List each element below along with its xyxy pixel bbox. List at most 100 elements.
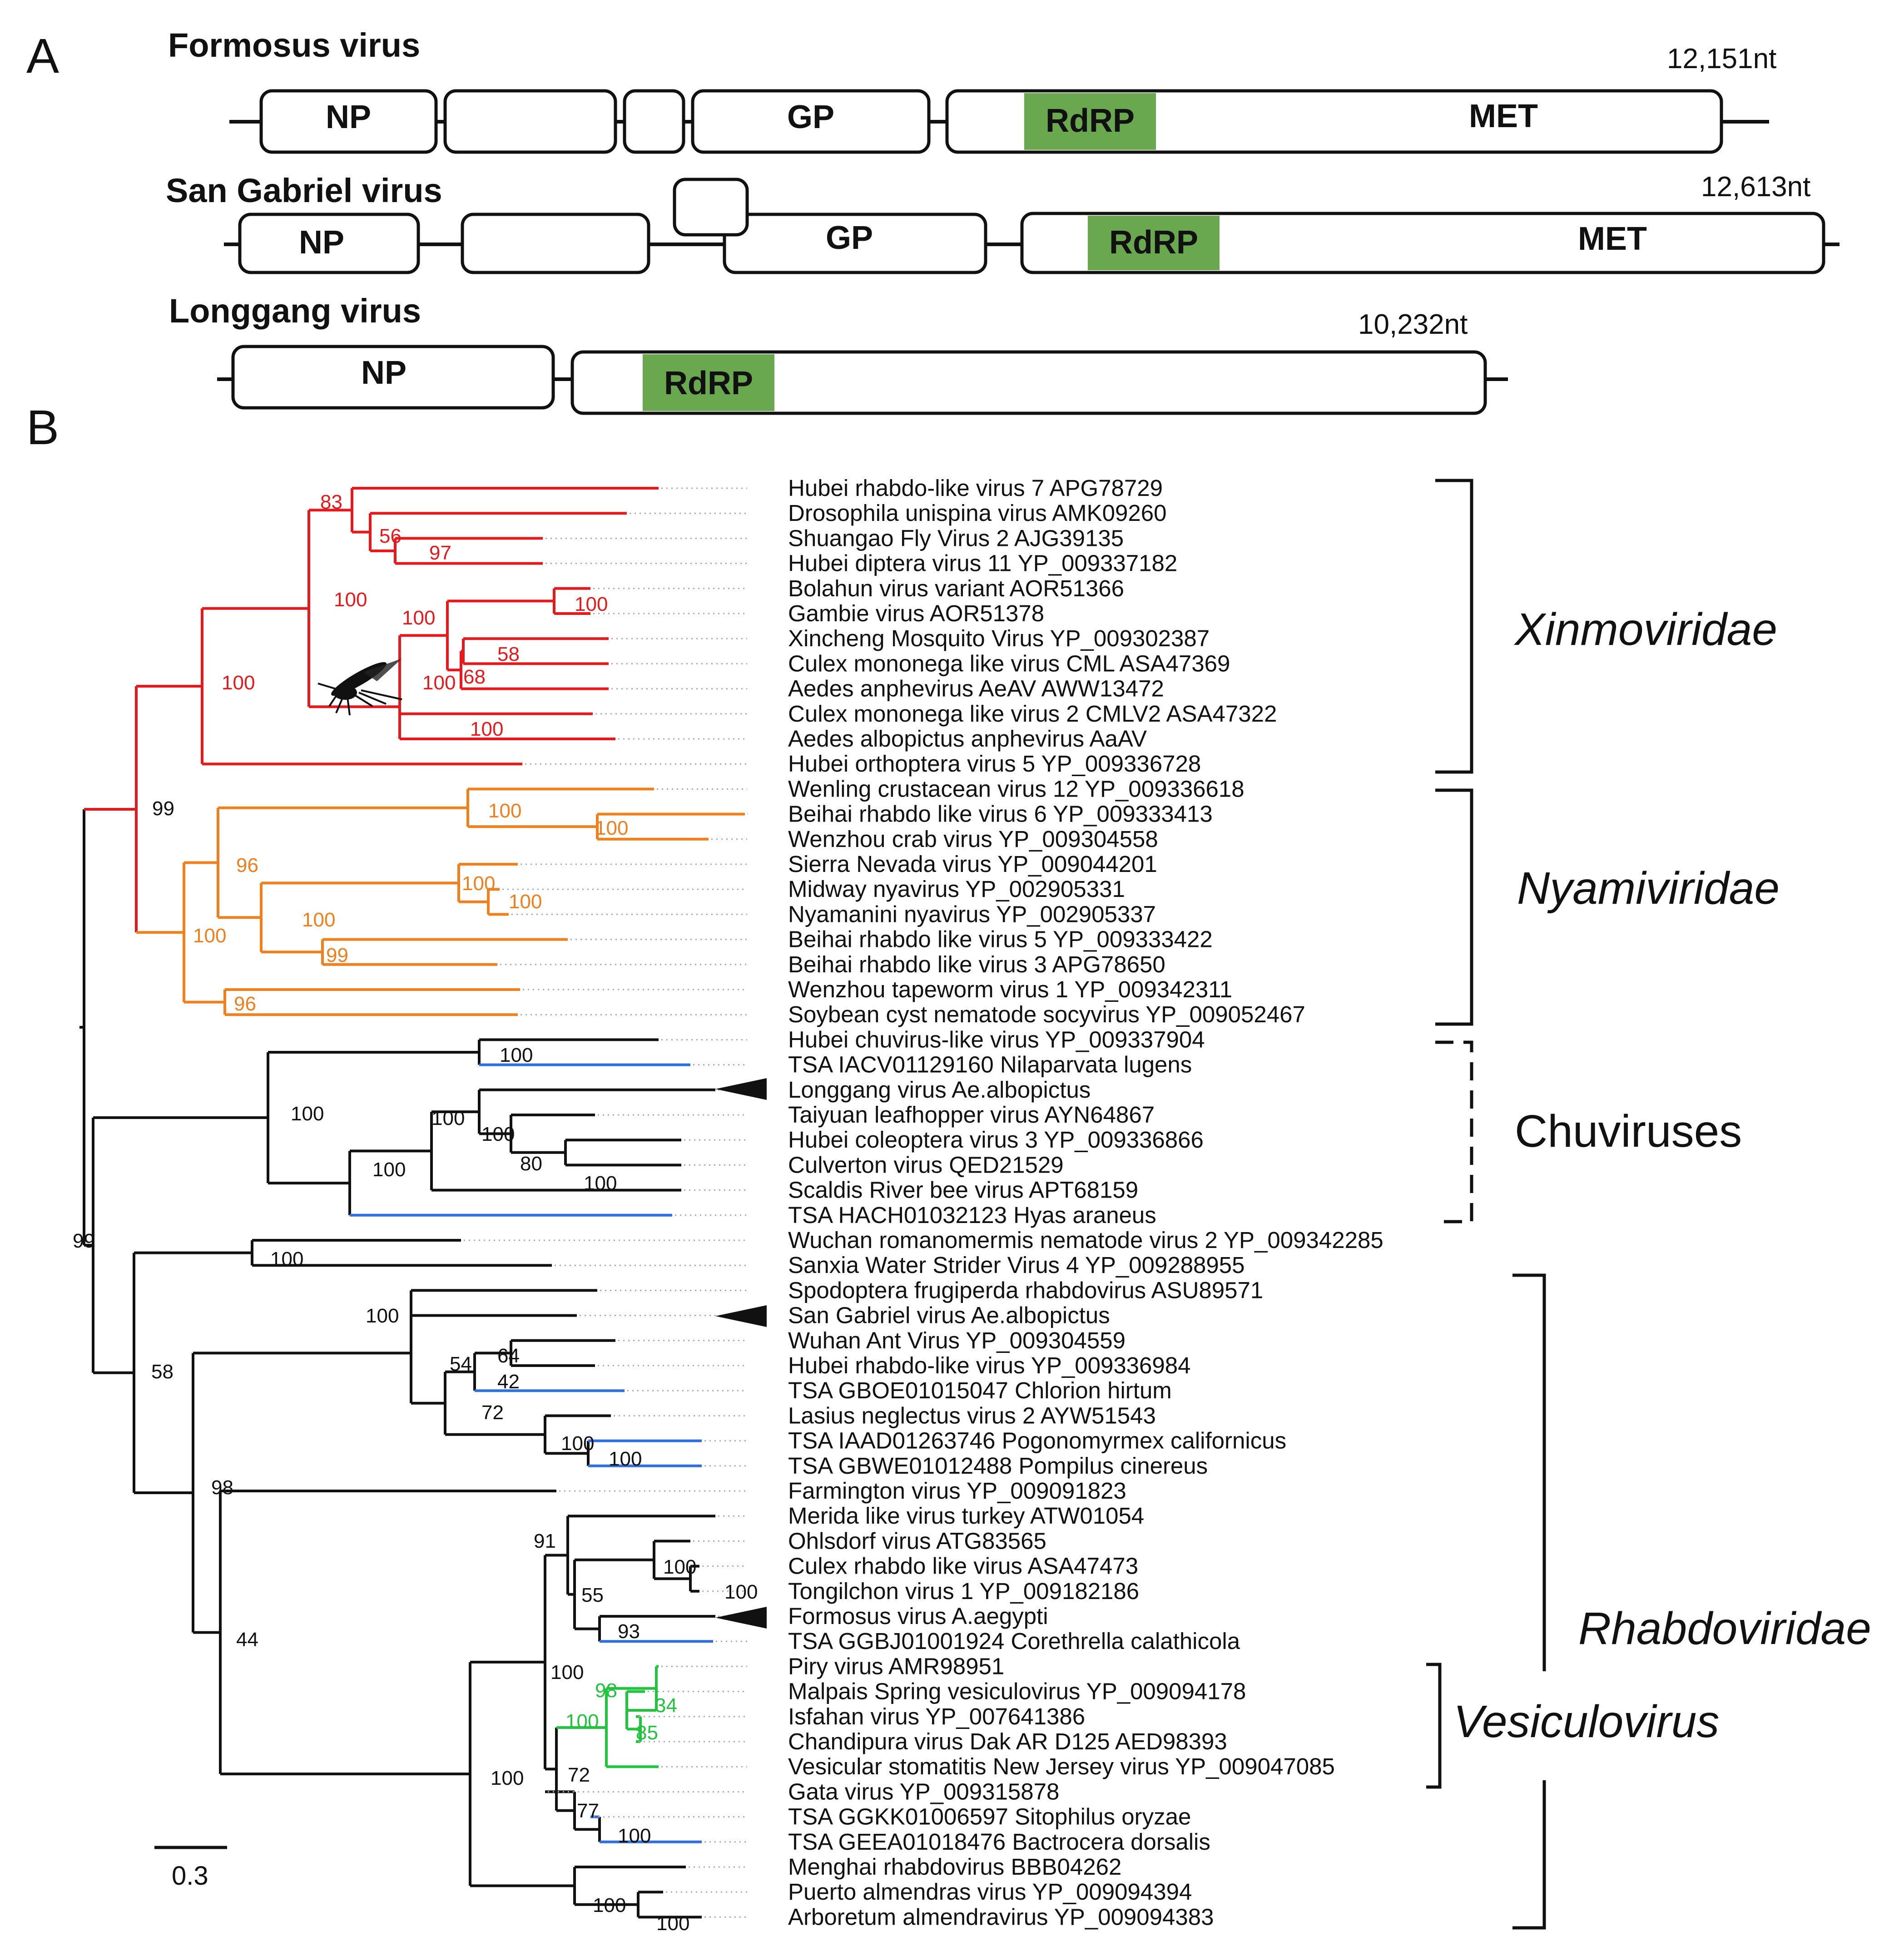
gene-label: GP <box>787 99 834 135</box>
bootstrap-value: 54 <box>450 1353 472 1375</box>
gene-polymerase <box>570 350 1487 415</box>
bootstrap-value: 64 <box>497 1345 520 1367</box>
bootstrap-value: 72 <box>568 1764 590 1786</box>
genome-length: 10,232nt <box>1358 309 1468 340</box>
taxon-label: Ohlsdorf virus ATG83565 <box>788 1528 1046 1554</box>
gene-box <box>623 89 685 154</box>
gene-gp <box>691 89 931 154</box>
taxon-label: Taiyuan leafhopper virus AYN64867 <box>788 1102 1155 1128</box>
taxon-label: Scaldis River bee virus APT68159 <box>788 1177 1138 1203</box>
taxon-label: Soybean cyst nematode socyvirus YP_00905… <box>788 1001 1305 1027</box>
taxon-label: Puerto almendras virus YP_009094394 <box>788 1879 1192 1905</box>
bootstrap-value: 100 <box>595 817 628 839</box>
bootstrap-value: 100 <box>422 672 456 694</box>
taxon-label: Gata virus YP_009315878 <box>788 1778 1059 1804</box>
taxon-label: Hubei coleoptera virus 3 YP_009336866 <box>788 1127 1204 1153</box>
bracket-nyamiviridae <box>1435 788 1473 1026</box>
bootstrap-value: 100 <box>488 800 521 822</box>
bootstrap-value: 34 <box>655 1694 677 1717</box>
bootstrap-value: 100 <box>609 1448 642 1470</box>
bootstrap-value: 99 <box>152 797 174 820</box>
taxon-label: TSA HACH01032123 Hyas araneus <box>788 1202 1156 1228</box>
bootstrap-value: 100 <box>618 1825 651 1847</box>
clade-label-vesiculovirus: Vesiculovirus <box>1453 1696 1719 1747</box>
bootstrap-value: 100 <box>565 1710 599 1733</box>
bootstrap-value: 98 <box>595 1679 617 1702</box>
taxon-label: Farmington virus YP_009091823 <box>788 1478 1126 1504</box>
gene-label: MET <box>1578 221 1647 257</box>
arrowhead-marker-icon <box>715 1305 767 1327</box>
taxon-label: Wuchan romanomermis nematode virus 2 YP_… <box>788 1227 1383 1253</box>
bootstrap-value: 100 <box>222 672 255 694</box>
bootstrap-value: 100 <box>500 1044 533 1066</box>
taxon-label: Drosophila unispina virus AMK09260 <box>788 500 1166 526</box>
bootstrap-value: 93 <box>618 1620 640 1643</box>
taxon-label: Arboretum almendravirus YP_009094383 <box>788 1904 1214 1930</box>
mosquito-icon <box>317 659 402 716</box>
gene-box <box>723 213 987 274</box>
bootstrap-value: 100 <box>593 1894 626 1916</box>
taxon-label: Beihai rhabdo like virus 6 YP_009333413 <box>788 801 1213 827</box>
taxon-label: Wenzhou tapeworm virus 1 YP_009342311 <box>788 976 1232 1002</box>
bootstrap-value: 100 <box>302 909 335 931</box>
scale-bar-label: 0.3 <box>172 1861 208 1891</box>
bootstrap-value: 99 <box>326 944 348 966</box>
bootstrap-value: 83 <box>320 491 342 513</box>
bootstrap-value: 72 <box>481 1401 504 1424</box>
bootstrap-value: 100 <box>491 1767 524 1789</box>
bootstrap-value: 100 <box>575 593 608 615</box>
taxon-label: Midway nyavirus YP_002905331 <box>788 876 1125 902</box>
bootstrap-value: 99 <box>73 1230 95 1252</box>
bracket-xinmoviridae <box>1435 479 1473 774</box>
gene-np <box>259 89 438 154</box>
bootstrap-value: 100 <box>550 1661 584 1684</box>
bootstrap-value: 100 <box>470 718 503 740</box>
genome-formosus: Formosus virus 12,151nt NP GP RdRP MET <box>168 26 1776 154</box>
gene-label: MET <box>1469 98 1538 134</box>
genome-name: Formosus virus <box>168 26 420 64</box>
bootstrap-value: 100 <box>462 872 495 895</box>
bootstrap-value: 100 <box>291 1103 324 1125</box>
clade-label-xinmoviridae: Xinmoviridae <box>1514 604 1777 655</box>
bootstrap-value: 80 <box>520 1153 542 1175</box>
taxon-label: Vesicular stomatitis New Jersey virus YP… <box>788 1753 1335 1779</box>
gene-polymerase <box>1020 212 1825 274</box>
taxon-label: Isfahan virus YP_007641386 <box>788 1703 1085 1729</box>
genome-length: 12,613nt <box>1701 171 1810 203</box>
bootstrap-value: 77 <box>577 1800 599 1822</box>
bootstrap-value: 100 <box>724 1581 758 1603</box>
gene-label: NP <box>361 355 407 391</box>
bootstrap-value: 96 <box>234 993 256 1015</box>
taxon-label: Beihai rhabdo like virus 5 YP_009333422 <box>788 926 1213 952</box>
bootstrap-value: 96 <box>236 854 258 876</box>
bootstrap-value: 85 <box>636 1722 658 1744</box>
taxon-label: Shuangao Fly Virus 2 AJG39135 <box>788 525 1124 551</box>
bootstrap-value: 97 <box>429 542 451 564</box>
bootstrap-value: 55 <box>581 1584 604 1606</box>
taxon-label: Gambie virus AOR51378 <box>788 600 1044 626</box>
bootstrap-value: 58 <box>497 643 520 665</box>
bootstrap-value: 100 <box>663 1556 696 1578</box>
taxon-label: San Gabriel virus Ae.albopictus <box>788 1302 1110 1328</box>
taxon-label: Wenzhou crab virus YP_009304558 <box>788 826 1158 852</box>
clade-label-nyamiviridae: Nyamiviridae <box>1517 863 1780 914</box>
taxon-label: Culex mononega like virus 2 CMLV2 ASA473… <box>788 701 1277 727</box>
taxon-label: Nyamanini nyavirus YP_002905337 <box>788 901 1156 927</box>
gene-label: GP <box>826 220 873 256</box>
taxon-label: Piry virus AMR98951 <box>788 1653 1004 1679</box>
taxon-label: Spodoptera frugiperda rhabdovirus ASU895… <box>788 1277 1263 1303</box>
bracket-vesiculovirus <box>1426 1663 1442 1789</box>
taxon-label: Aedes anphevirus AeAV AWW13472 <box>788 676 1164 702</box>
taxon-label: Hubei chuvirus-like virus YP_009337904 <box>788 1026 1205 1052</box>
bootstrap-value: 100 <box>334 589 367 611</box>
taxon-label: Aedes albopictus anphevirus AaAV <box>788 726 1147 752</box>
taxon-label: Hubei rhabdo-like virus 7 APG78729 <box>788 475 1163 501</box>
arrowhead-marker-icon <box>715 1078 767 1100</box>
bootstrap-value: 100 <box>509 891 542 913</box>
taxon-label: Hubei diptera virus 11 YP_009337182 <box>788 550 1177 576</box>
panel-a-label: A <box>26 28 59 83</box>
clade-label-rhabdoviridae: Rhabdoviridae <box>1578 1603 1871 1654</box>
taxon-label: Xincheng Mosquito Virus YP_009302387 <box>788 625 1210 651</box>
taxon-label: Menghai rhabdovirus BBB04262 <box>788 1854 1121 1880</box>
